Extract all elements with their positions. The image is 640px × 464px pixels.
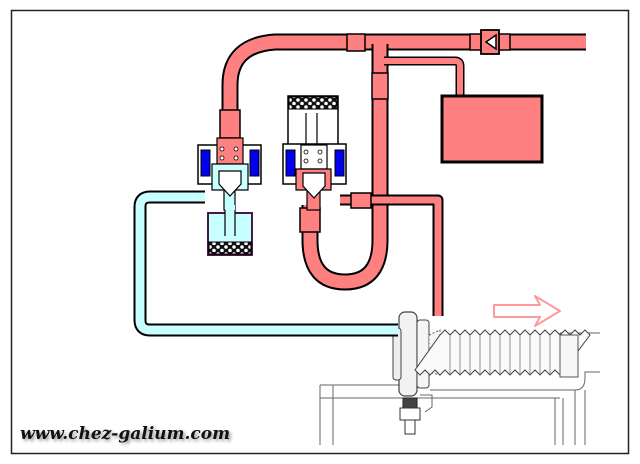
solenoid-coil — [249, 149, 260, 177]
pipe-coupling — [219, 109, 241, 139]
solenoid-coil — [334, 149, 345, 177]
watermark[interactable]: www.chez-galium.com — [20, 424, 231, 444]
check-valve — [469, 29, 511, 55]
pipe-coupling — [350, 192, 372, 209]
vacuum-reservoir — [440, 94, 544, 164]
air-filter-left — [208, 241, 252, 255]
pipe-coupling — [299, 207, 321, 233]
solenoid-coil — [285, 149, 296, 177]
vacuum-lines — [221, 33, 586, 316]
air-filter-right — [288, 96, 338, 110]
motion-arrow — [493, 295, 561, 327]
pipe-coupling — [371, 72, 389, 100]
solenoid-coil — [200, 149, 211, 177]
pipe-coupling — [346, 33, 366, 52]
servo-actuator — [392, 311, 591, 435]
solenoid-valve-left — [197, 137, 262, 256]
solenoid-valve-right — [282, 95, 347, 211]
mounting-bolt — [399, 397, 421, 435]
